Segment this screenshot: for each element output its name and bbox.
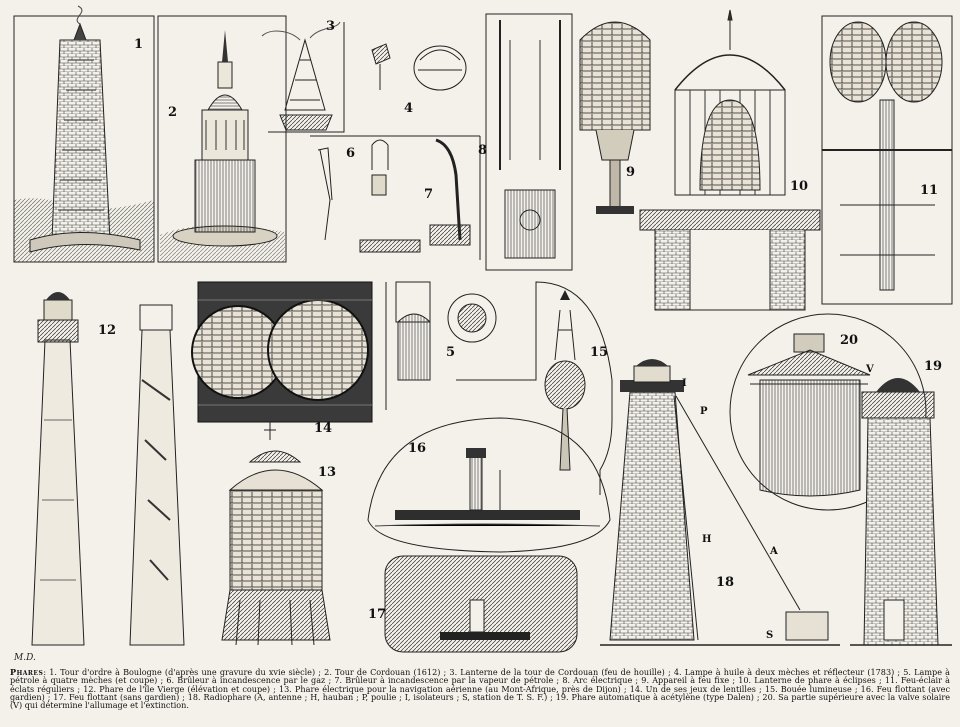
figure-number-4: 4 — [404, 101, 413, 116]
label-V-valve: V — [865, 364, 874, 375]
figure-16-feu-flottant-gardien — [367, 417, 611, 553]
illustration-plate: 1 2 3 4 5 6 7 8 9 10 11 12 13 14 15 16 1… — [13, 5, 953, 653]
plate-caption: Phares: 1. Tour d'ordre à Boulogne (d'ap… — [10, 668, 950, 724]
figure-number-17: 17 — [368, 607, 386, 622]
label-P-poulie: P — [700, 406, 708, 417]
figure-number-13: 13 — [318, 465, 336, 480]
figure-number-8: 8 — [478, 143, 487, 158]
figure-1-tour-ordre — [13, 5, 155, 263]
figure-number-10: 10 — [790, 179, 808, 194]
figure-12-phare-ile-vierge — [31, 292, 185, 646]
figure-10-lanterne-eclipses — [639, 9, 821, 311]
caption-title: Phares — [10, 668, 44, 677]
figure-number-6: 6 — [346, 146, 355, 161]
figure-number-15: 15 — [590, 345, 608, 360]
figure-19-phare-dalen — [850, 378, 952, 646]
figure-numbers: 1 2 3 4 5 6 7 8 9 10 11 12 13 14 15 16 1… — [98, 19, 942, 622]
figure-20-valve-solaire — [729, 313, 927, 511]
figure-4-lampe-huile — [371, 43, 467, 91]
label-S-station: S — [766, 630, 773, 641]
figure-3-lanterne-cordouan — [261, 21, 345, 133]
figure-number-20: 20 — [840, 333, 858, 348]
part-labels: I P H A S V — [682, 364, 874, 641]
figure-14-jeux-lentilles — [191, 281, 373, 423]
label-I-isolateur: I — [682, 378, 687, 389]
figure-number-12: 12 — [98, 323, 116, 338]
figure-number-19: 19 — [924, 359, 942, 374]
figure-15-bouee-lumineuse — [456, 281, 613, 495]
figure-number-9: 9 — [626, 165, 635, 180]
figure-number-2: 2 — [168, 105, 177, 120]
figure-9-feu-fixe — [579, 21, 651, 214]
figure-number-7: 7 — [424, 187, 433, 202]
figure-number-16: 16 — [408, 441, 426, 456]
figure-number-3: 3 — [326, 19, 335, 34]
caption-text: : 1. Tour d'ordre à Boulogne (d'après un… — [10, 668, 950, 711]
figure-18-radiophare — [600, 359, 840, 646]
label-A-antenne: A — [769, 546, 778, 557]
figure-2-tour-cordouan — [157, 15, 287, 263]
figure-number-5: 5 — [446, 345, 455, 360]
figure-6-7-bruleurs — [310, 135, 481, 260]
label-H-hauban: H — [702, 534, 711, 545]
figure-11-feu-eclair — [821, 15, 953, 305]
figure-17-feu-flottant-sans-gardien — [384, 555, 578, 653]
figure-8-arc-electrique — [485, 13, 573, 271]
figure-number-18: 18 — [716, 575, 734, 590]
figure-5-lampe-petrole — [385, 281, 497, 410]
figure-number-11: 11 — [920, 183, 938, 198]
figure-number-14: 14 — [314, 421, 332, 436]
figure-13-phare-mont-afrique — [221, 422, 331, 646]
figure-number-1: 1 — [134, 37, 143, 52]
artist-signature: M.D. — [14, 653, 36, 663]
